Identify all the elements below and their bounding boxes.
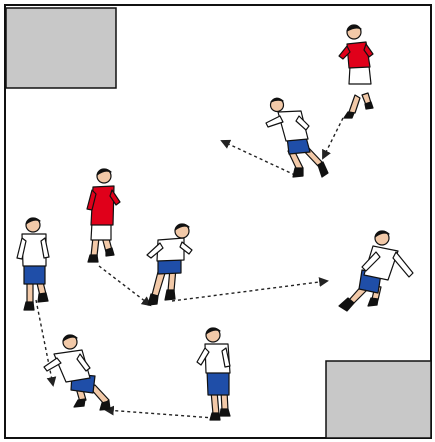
white-player-upper-right (265, 97, 329, 178)
white-player-far-left (16, 217, 50, 311)
arrow-red-to-center-white (98, 265, 152, 307)
red-player-top-right (338, 24, 374, 119)
white-player-bottom-left (43, 334, 111, 411)
arrow-far-left-to-bottom-left (35, 299, 57, 387)
white-player-bottom-center (196, 327, 231, 421)
white-player-center (146, 223, 193, 306)
zone-bottom-right (325, 360, 432, 439)
arrow-upper-white-run-left (220, 139, 296, 176)
movement-arrows (35, 117, 344, 419)
arrow-center-to-right-white (171, 277, 329, 302)
red-player-left (86, 168, 121, 263)
arrow-bottom-center-to-bottom-left (104, 405, 215, 419)
zone-top-left (5, 7, 117, 89)
arrow-red-to-upper-white (322, 117, 344, 160)
white-player-right (338, 230, 414, 312)
